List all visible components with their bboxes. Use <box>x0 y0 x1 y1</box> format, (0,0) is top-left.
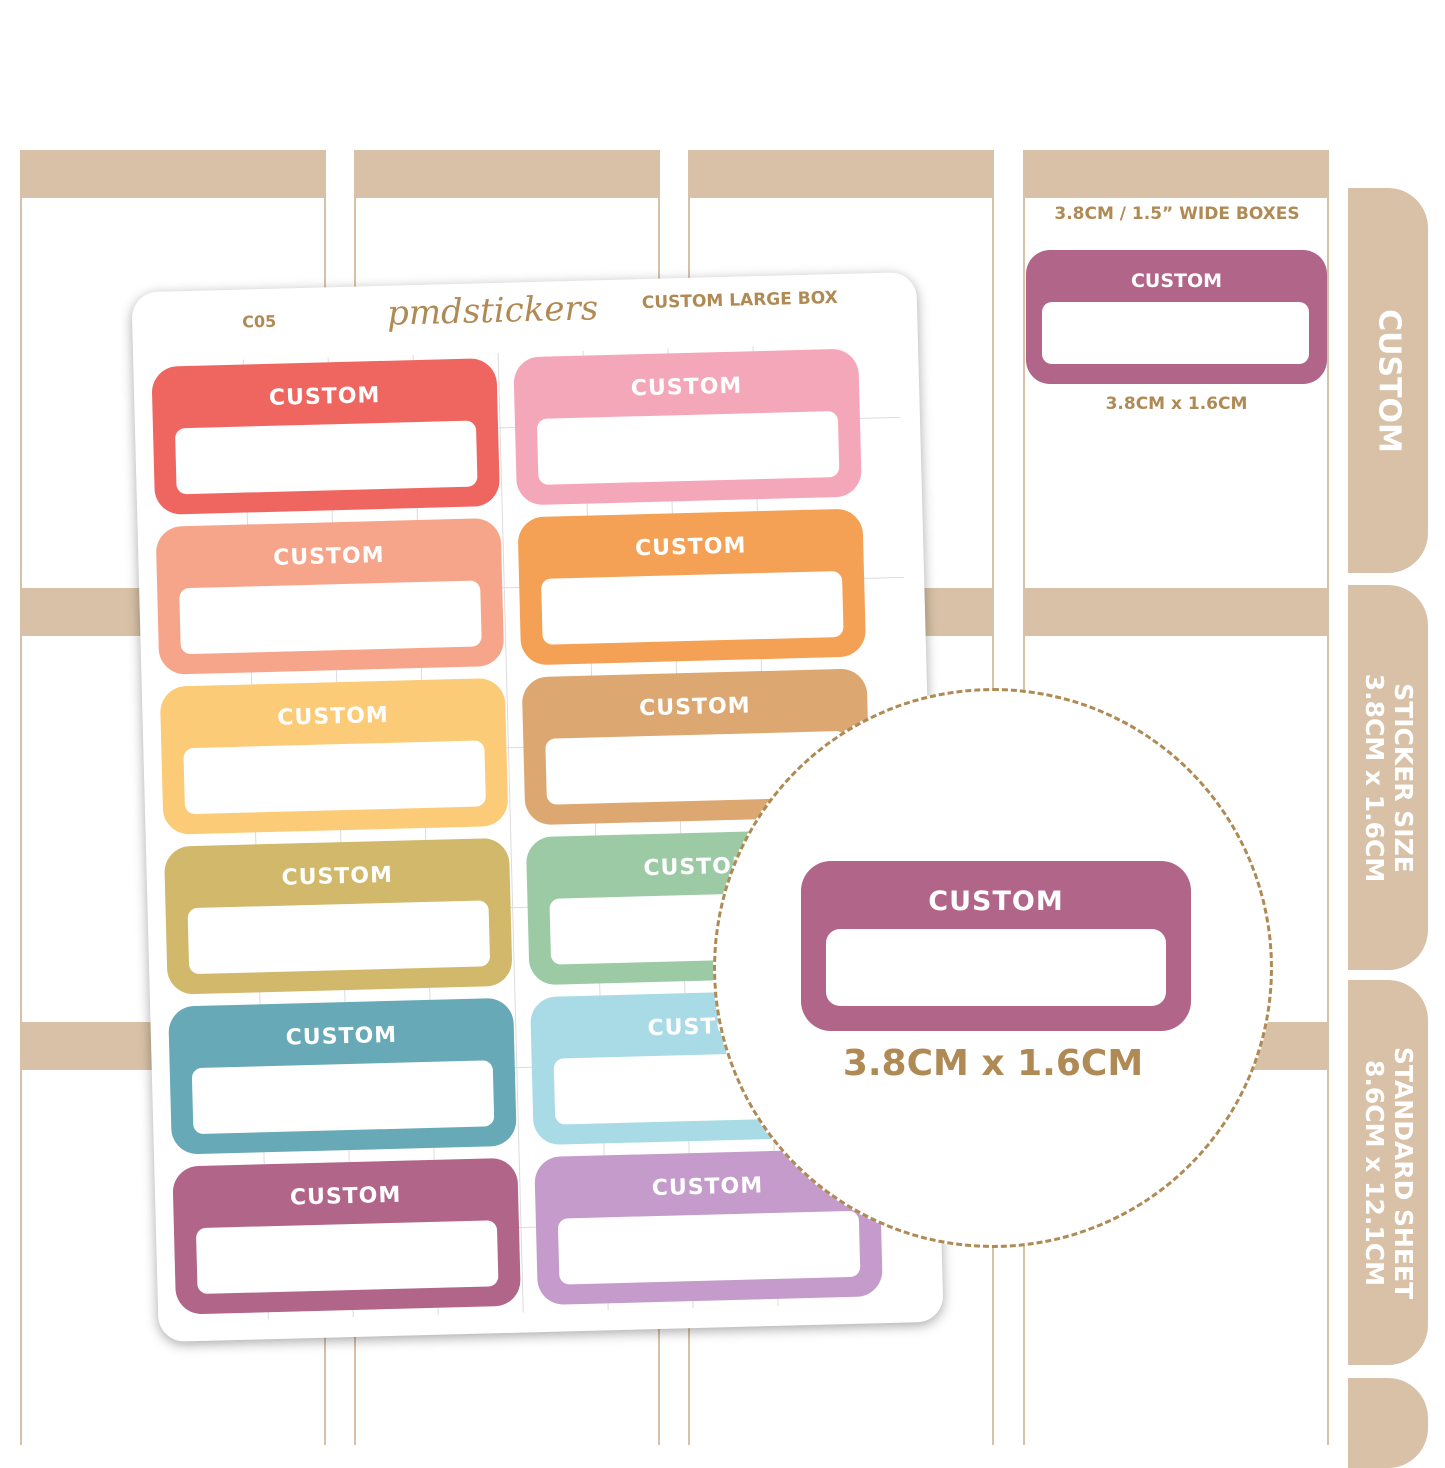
sticker-window <box>183 740 486 815</box>
sticker-label: CUSTOM <box>277 702 390 731</box>
sticker-label: CUSTOM <box>268 382 381 411</box>
header-bar <box>1023 150 1329 198</box>
sticker-1: CUSTOM <box>151 357 501 515</box>
zoom-sticker-label: CUSTOM <box>928 886 1064 917</box>
standard-sheet-value: 8.6CM x 12.1CM <box>1360 1059 1389 1286</box>
side-tab-partial <box>1348 1378 1428 1468</box>
side-tab-sticker-size: STICKER SIZE 3.8CM x 1.6CM <box>1348 585 1428 970</box>
sticker-window <box>187 900 491 975</box>
sticker-label: CUSTOM <box>272 542 385 571</box>
sticker-11: CUSTOM <box>172 1157 522 1315</box>
sticker-window <box>195 1220 499 1295</box>
sticker-label: CUSTOM <box>285 1022 398 1051</box>
sticker-window <box>536 411 840 485</box>
sticker-size-value: 3.8CM x 1.6CM <box>1360 673 1389 882</box>
sticker-window <box>557 1210 861 1285</box>
sticker-2: CUSTOM <box>513 348 862 506</box>
sticker-5: CUSTOM <box>159 677 509 835</box>
side-tab-custom-label: CUSTOM <box>1371 308 1407 453</box>
side-tab-standard-sheet-label: STANDARD SHEET 8.6CM x 12.1CM <box>1359 1046 1418 1299</box>
brand-logo: pmdstickers <box>386 288 599 334</box>
sticker-7: CUSTOM <box>163 837 513 995</box>
sticker-size-title: STICKER SIZE <box>1388 682 1418 873</box>
preview-sticker-label: CUSTOM <box>1130 270 1223 292</box>
divider-bar <box>1023 588 1329 636</box>
sticker-9: CUSTOM <box>168 997 517 1155</box>
header-bar <box>354 150 660 198</box>
sticker-label: CUSTOM <box>281 862 394 891</box>
header-bar <box>20 150 326 198</box>
sticker-label: CUSTOM <box>634 533 747 562</box>
zoom-size: 3.8CM x 1.6CM <box>842 1043 1144 1084</box>
sheet-code: C05 <box>241 311 277 332</box>
sticker-label: CUSTOM <box>630 373 743 402</box>
sticker-4: CUSTOM <box>517 508 867 666</box>
sticker-label: CUSTOM <box>289 1182 402 1211</box>
sticker-window <box>179 580 482 655</box>
preview-sticker: CUSTOM <box>1026 250 1327 384</box>
zoom-circle: CUSTOM 3.8CM x 1.6CM <box>713 688 1273 1248</box>
header-bar <box>688 150 994 198</box>
side-tab-custom: CUSTOM <box>1348 188 1428 573</box>
sticker-window <box>541 570 844 645</box>
standard-sheet-title: STANDARD SHEET <box>1388 1046 1418 1299</box>
zoom-sticker: CUSTOM <box>801 861 1191 1031</box>
preview-heading: 3.8CM / 1.5” WIDE BOXES <box>1054 204 1300 224</box>
side-tab-sticker-size-label: STICKER SIZE 3.8CM x 1.6CM <box>1359 673 1418 882</box>
preview-sticker-window <box>1042 302 1309 364</box>
sticker-window <box>191 1060 495 1135</box>
side-tab-standard-sheet: STANDARD SHEET 8.6CM x 12.1CM <box>1348 980 1428 1365</box>
sticker-window <box>174 420 478 495</box>
sticker-label: CUSTOM <box>638 693 751 722</box>
sticker-3: CUSTOM <box>155 517 505 675</box>
preview-size: 3.8CM x 1.6CM <box>1105 394 1248 414</box>
zoom-sticker-window <box>826 929 1166 1006</box>
